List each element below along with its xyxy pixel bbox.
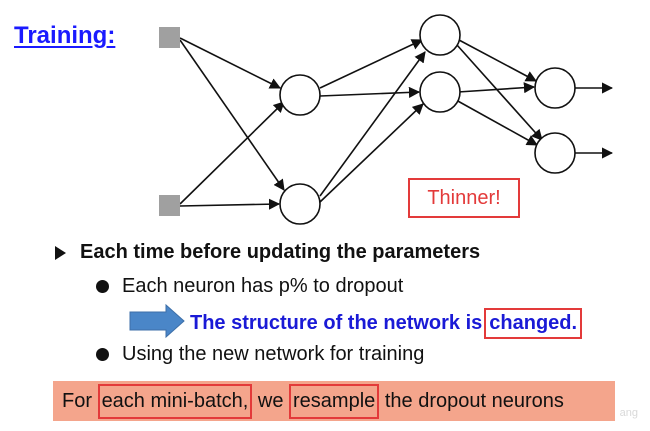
hidden1-node-1	[279, 74, 321, 116]
thinner-callout: Thinner!	[408, 178, 520, 218]
edge-h2b-o1	[457, 82, 536, 94]
edge-h2a-o2	[456, 44, 543, 141]
banner-text-we: we	[257, 389, 284, 412]
edge-h2b-o2	[455, 99, 538, 146]
sub-bullet-dropout: Each neuron has p% to dropout	[96, 275, 403, 298]
sub-bullet-dropout-text: Each neuron has p% to dropout	[122, 275, 404, 297]
input-node-2	[159, 195, 180, 216]
edge-h1a-h2a	[319, 39, 424, 89]
output-node-2	[534, 132, 576, 174]
banner-text-rest: the dropout neurons	[384, 389, 564, 412]
resample-banner: For each mini-batch, we resample the dro…	[53, 381, 615, 421]
edge-h1a-h2b	[319, 86, 421, 99]
edge-h2a-o1	[458, 39, 537, 82]
banner-text-for: For	[62, 389, 92, 412]
changed-highlight: changed.	[484, 308, 583, 339]
hidden1-node-2	[279, 183, 321, 225]
mini-batch-highlight: each mini-batch,	[97, 383, 253, 419]
bullet-dot-icon	[96, 280, 109, 293]
edge-in2-h1b	[179, 198, 281, 210]
main-bullet: Each time before updating the parameters	[52, 241, 480, 264]
edge-h1b-h2b	[319, 103, 424, 203]
edge-in2-h1a	[179, 101, 285, 205]
sub-bullet-training: Using the new network for training	[96, 343, 424, 366]
input-node-1	[159, 27, 180, 48]
edge-h1b-h2a	[319, 51, 426, 197]
blue-arrow-icon	[129, 303, 185, 339]
hidden2-node-2	[419, 71, 461, 113]
sub-bullet-training-text: Using the new network for training	[122, 343, 425, 365]
main-bullet-text: Each time before updating the parameters	[80, 241, 481, 263]
bullet-dot-icon	[96, 348, 109, 361]
hidden2-node-1	[419, 14, 461, 56]
edge-in1-h1b	[179, 39, 285, 191]
output-node-1	[534, 67, 576, 109]
edge-in1-h1a	[179, 37, 282, 89]
conclusion-text: The structure of the network is	[190, 312, 483, 334]
watermark: ang	[619, 407, 638, 419]
resample-highlight: resample	[289, 383, 380, 419]
arrow-bullet-icon	[55, 245, 66, 260]
page-title: Training:	[14, 22, 116, 49]
